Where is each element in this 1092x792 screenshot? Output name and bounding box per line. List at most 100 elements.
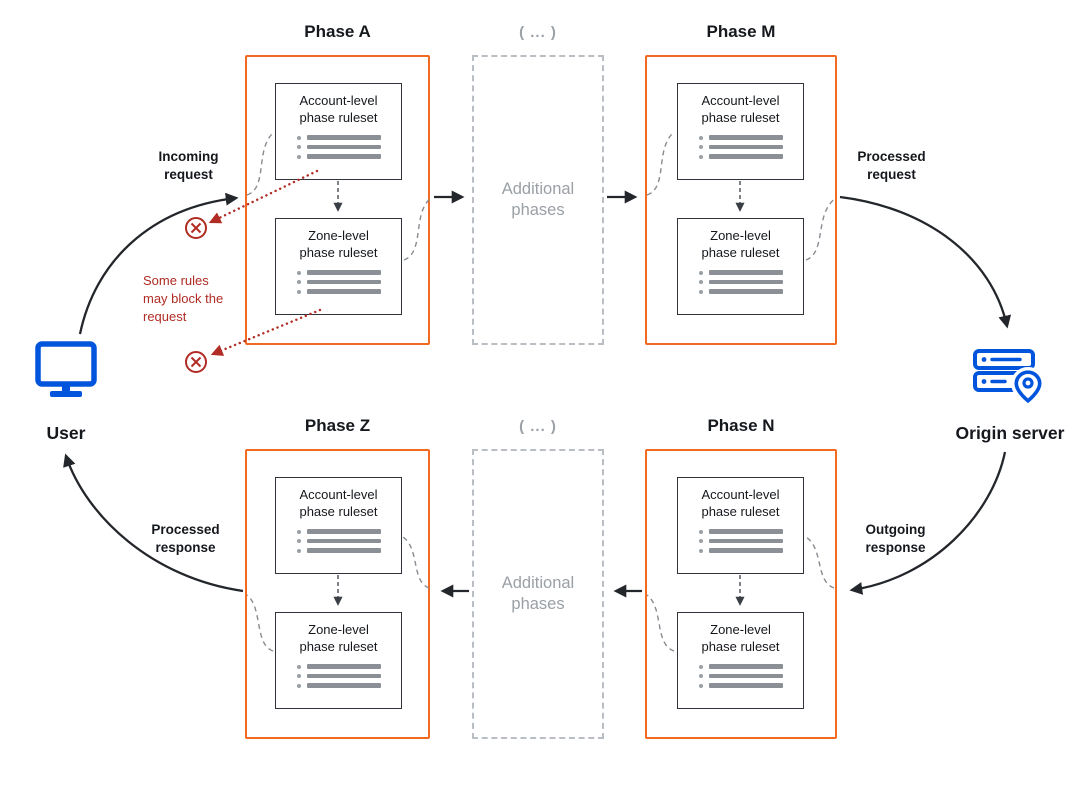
bullet-icon — [296, 280, 301, 284]
rule-bar — [306, 664, 381, 669]
additional-phases-label: Additional phases — [501, 179, 575, 219]
bullet-icon — [296, 548, 301, 553]
bullet-icon — [698, 539, 703, 543]
bullet-icon — [698, 270, 703, 275]
phase-a-title: Phase A — [304, 22, 371, 41]
ruleset-line — [296, 548, 381, 553]
phase-a-zone-ruleset-box: Zone-level phase ruleset — [275, 218, 402, 315]
outgoing-response-label: Outgoing response — [865, 522, 926, 555]
monitor-icon — [35, 341, 97, 397]
phase-z-account-ruleset-box: Account-level phase ruleset — [275, 477, 402, 574]
phase-n-zone-ruleset-box: Zone-level phase ruleset — [677, 612, 804, 709]
rule-bar — [708, 673, 783, 679]
ruleset-title: Account-level phase ruleset — [701, 487, 780, 519]
ruleset-list — [698, 529, 783, 553]
processed-request-label: Processed request — [857, 149, 926, 182]
rule-bar — [306, 154, 381, 159]
ruleset-line — [296, 664, 381, 669]
bullet-icon — [698, 529, 703, 534]
ellipsis-bottom: ( ... ) — [519, 418, 557, 435]
ruleset-line — [296, 135, 381, 140]
block-x-icon — [185, 217, 207, 239]
ruleset-line — [698, 270, 783, 275]
ruleset-list — [698, 270, 783, 294]
ruleset-list — [698, 664, 783, 688]
ruleset-list — [296, 270, 381, 294]
ruleset-line — [698, 529, 783, 534]
rule-bar — [708, 154, 783, 159]
ruleset-line — [698, 279, 783, 285]
ruleset-line — [698, 538, 783, 544]
rule-bar — [306, 270, 381, 275]
ruleset-line — [296, 529, 381, 534]
rule-bar — [708, 683, 783, 688]
phase-m-title: Phase M — [706, 22, 776, 41]
phase-n-title: Phase N — [707, 416, 775, 435]
bullet-icon — [296, 674, 301, 678]
bullet-icon — [698, 289, 703, 294]
rule-bar — [708, 144, 783, 150]
ruleset-line — [296, 673, 381, 679]
bullet-icon — [296, 270, 301, 275]
bullet-icon — [698, 664, 703, 669]
phase-n-account-ruleset-box: Account-level phase ruleset — [677, 477, 804, 574]
bullet-icon — [698, 674, 703, 678]
rule-bar — [708, 289, 783, 294]
phase-m-account-ruleset-box: Account-level phase ruleset — [677, 83, 804, 180]
rule-bar — [306, 548, 381, 553]
ruleset-line — [698, 154, 783, 159]
ruleset-line — [698, 664, 783, 669]
bullet-icon — [296, 289, 301, 294]
ruleset-line — [296, 683, 381, 688]
ruleset-list — [296, 529, 381, 553]
rule-bar — [306, 144, 381, 150]
ruleset-line — [698, 673, 783, 679]
incoming-request-label: Incoming request — [158, 149, 219, 182]
rule-bar — [306, 673, 381, 679]
bullet-icon — [698, 135, 703, 140]
rule-bar — [708, 529, 783, 534]
additional-phases-box-top: Additional phases — [472, 55, 604, 345]
rule-bar — [306, 135, 381, 140]
ruleset-title: Zone-level phase ruleset — [299, 228, 378, 260]
phase-z-title: Phase Z — [304, 416, 371, 435]
additional-phases-box-bottom: Additional phases — [472, 449, 604, 739]
location-pin-icon — [1010, 366, 1046, 408]
ruleset-title: Account-level phase ruleset — [299, 487, 378, 519]
bullet-icon — [296, 145, 301, 149]
ruleset-list — [296, 664, 381, 688]
ruleset-title: Zone-level phase ruleset — [701, 228, 780, 260]
ruleset-line — [296, 279, 381, 285]
block-x-icon — [185, 351, 207, 373]
bullet-icon — [296, 664, 301, 669]
user-icon — [29, 341, 103, 403]
rule-bar — [306, 279, 381, 285]
rule-bar — [708, 270, 783, 275]
ruleset-title: Account-level phase ruleset — [299, 93, 378, 125]
ruleset-line — [296, 144, 381, 150]
phase-a-account-ruleset-box: Account-level phase ruleset — [275, 83, 402, 180]
rule-bar — [306, 538, 381, 544]
rule-bar — [708, 538, 783, 544]
ruleset-line — [698, 135, 783, 140]
rule-bar — [708, 279, 783, 285]
ruleset-list — [296, 135, 381, 159]
bullet-icon — [698, 683, 703, 688]
block-note: Some rules may block the request — [143, 273, 224, 324]
bullet-icon — [698, 548, 703, 553]
bullet-icon — [296, 135, 301, 140]
bullet-icon — [296, 154, 301, 159]
bullet-icon — [296, 683, 301, 688]
bullet-icon — [698, 154, 703, 159]
ruleset-line — [296, 270, 381, 275]
ruleset-title: Zone-level phase ruleset — [299, 622, 378, 654]
ruleset-list — [698, 135, 783, 159]
phase-z-box — [245, 449, 430, 739]
ruleset-title: Zone-level phase ruleset — [701, 622, 780, 654]
server-icon — [973, 349, 1046, 408]
bullet-icon — [296, 529, 301, 534]
ruleset-line — [698, 144, 783, 150]
arrow-phase-m-to-origin — [839, 195, 1012, 329]
phase-z-zone-ruleset-box: Zone-level phase ruleset — [275, 612, 402, 709]
